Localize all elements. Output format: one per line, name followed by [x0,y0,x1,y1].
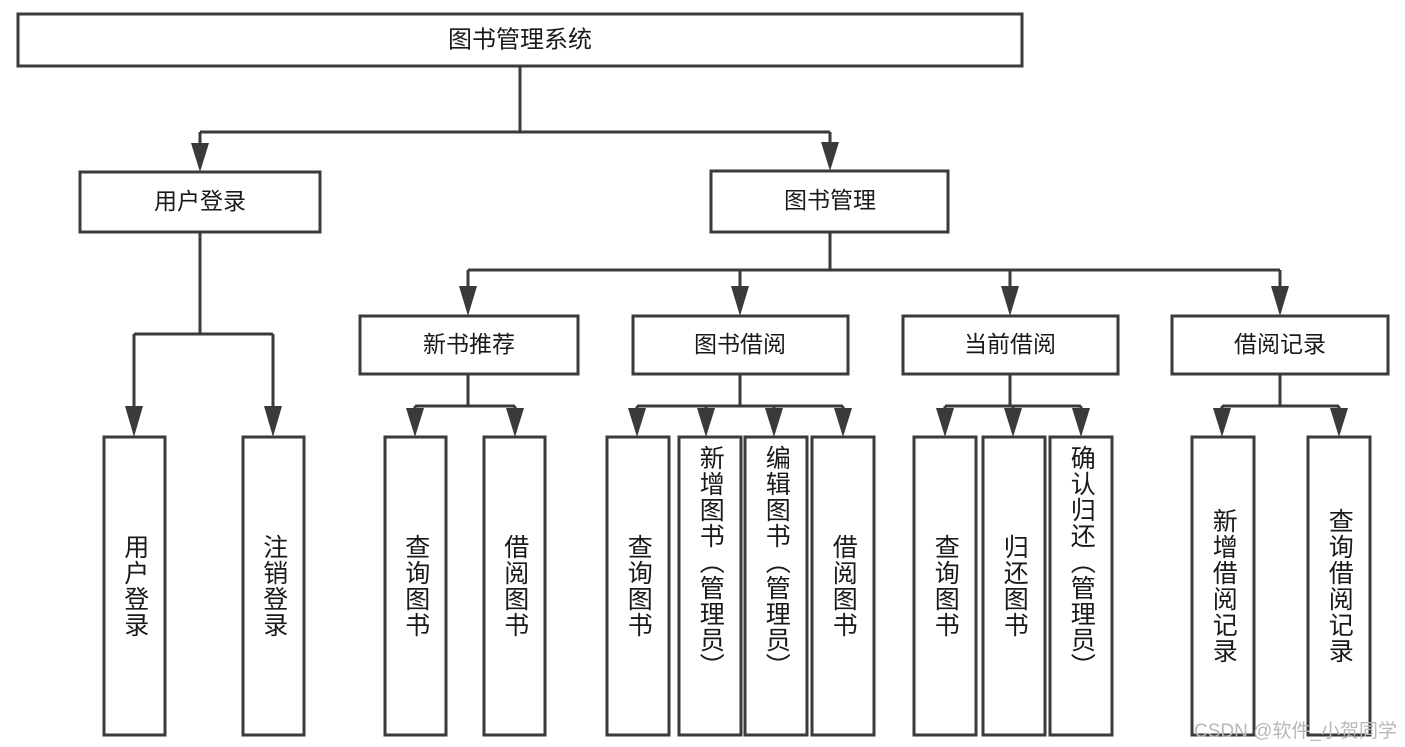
arrow-head-borrow-book-2 [834,408,852,437]
node-box-root[interactable] [16,12,1024,68]
node-box-new-book-recommend[interactable] [358,314,580,376]
arrow-head-leaf-user-logout [264,406,282,437]
node-box-user-login[interactable] [78,170,322,234]
node-box-leaf-add-record[interactable] [1190,435,1256,737]
arrow-head-add-record [1213,408,1231,437]
connectors-book-borrow-children [628,374,852,437]
node-label-user-login: 用户登录 [154,188,246,214]
arrow-head-add-book [697,408,715,437]
node-box-leaf-edit-book[interactable] [743,435,809,737]
arrow-head-borrow-book-1 [506,408,524,437]
connectors-root-to-level1 [191,66,839,172]
node-box-leaf-query-record[interactable] [1306,435,1372,737]
arrow-head-query-book-1 [406,408,424,437]
node-user-login[interactable]: 用户登录 [78,170,322,234]
connectors-book-management-children [459,232,1289,316]
connectors-borrow-record-children [1213,374,1348,437]
connectors-new-book-recommend-children [406,374,524,437]
node-box-leaf-return-book[interactable] [981,435,1047,737]
arrow-head-current-borrow [1001,286,1019,316]
node-box-book-borrow[interactable] [631,314,850,376]
node-book-borrow[interactable]: 图书借阅 [631,314,850,376]
node-box-borrow-record[interactable] [1170,314,1390,376]
node-box-leaf-query-book-2[interactable] [605,435,671,737]
watermark-label: CSDN @软件_小贺同学 [1194,721,1397,742]
node-box-current-borrow[interactable] [901,314,1120,376]
arrow-head-new-book-recommend [459,286,477,316]
arrow-head-query-record [1330,408,1348,437]
node-label-book-borrow: 图书借阅 [694,331,786,357]
node-box-leaf-borrow-book-1[interactable] [482,435,547,737]
node-label-root: 图书管理系统 [448,26,592,53]
connectors-user-login-children [125,232,282,437]
node-book-management[interactable]: 图书管理 [709,169,950,234]
arrow-head-edit-book [765,408,783,437]
node-borrow-record[interactable]: 借阅记录 [1170,314,1390,376]
node-root[interactable]: 图书管理系统 [16,12,1024,68]
arrow-head-leaf-user-login [125,406,143,437]
arrow-head-book-management [821,142,839,171]
arrow-head-borrow-record [1271,286,1289,316]
arrow-head-user-login [191,143,209,172]
node-box-leaf-query-book-3[interactable] [912,435,978,737]
node-box-leaf-borrow-book-2[interactable] [810,435,876,737]
arrow-head-return-book [1004,408,1022,437]
connectors-current-borrow-children [936,374,1090,437]
arrow-head-query-book-3 [936,408,954,437]
arrow-head-query-book-2 [628,408,646,437]
node-label-borrow-record: 借阅记录 [1234,331,1326,357]
node-label-current-borrow: 当前借阅 [964,331,1056,357]
node-box-book-management[interactable] [709,169,950,234]
node-box-leaf-user-logout[interactable] [241,435,306,737]
node-box-leaf-confirm-return[interactable] [1048,435,1114,737]
arrow-head-book-borrow [731,286,749,316]
node-label-book-management: 图书管理 [784,187,876,213]
arrow-head-confirm-return [1072,408,1090,437]
node-label-new-book-recommend: 新书推荐 [423,331,515,357]
node-box-leaf-query-book-1[interactable] [383,435,448,737]
node-box-leaf-user-login[interactable] [102,435,167,737]
node-box-leaf-add-book[interactable] [677,435,743,737]
leaf-boxes [102,435,1372,737]
node-current-borrow[interactable]: 当前借阅 [901,314,1120,376]
node-new-book-recommend[interactable]: 新书推荐 [358,314,580,376]
